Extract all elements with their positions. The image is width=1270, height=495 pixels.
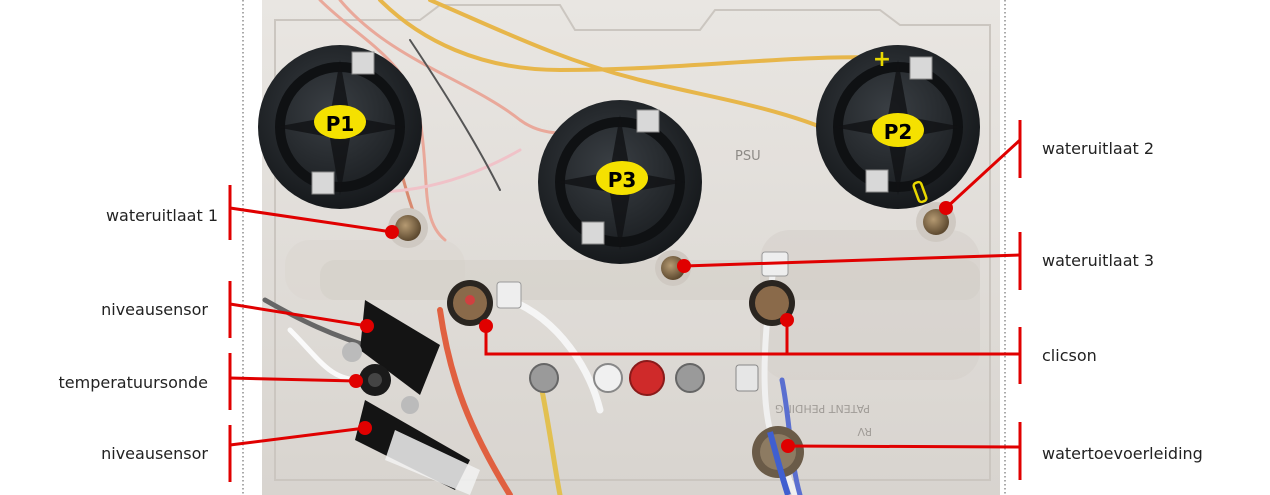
callout-dot-clicson-right	[780, 313, 794, 327]
pump-p3	[538, 100, 702, 264]
label-wateruitlaat-3: wateruitlaat 3	[1042, 251, 1155, 270]
callout-leader-niveausensor-bottom	[229, 426, 366, 447]
pump-p2-label: P2	[884, 120, 913, 144]
callout-leader-watertoevoerleiding	[787, 444, 1021, 449]
callout-bracket-clicson	[484, 320, 789, 356]
pump-p3-label: P3	[608, 168, 637, 192]
callout-dot-wateruitlaat-1	[385, 225, 399, 239]
callout-leader-wateruitlaat-1	[229, 206, 393, 234]
rv-text: RV	[857, 425, 872, 438]
callout-dot-temperatuursonde	[349, 374, 363, 388]
callout-leader-wateruitlaat-3	[683, 253, 1021, 268]
callout-dots	[349, 201, 953, 453]
callout-leader-wateruitlaat-2	[944, 138, 1022, 210]
callout-leader-temperatuursonde	[229, 376, 357, 383]
temperatuursonde-part	[359, 364, 419, 414]
label-wateruitlaat-1: wateruitlaat 1	[105, 206, 218, 225]
label-wateruitlaat-2: wateruitlaat 2	[1042, 139, 1155, 158]
callout-dot-watertoevoerleiding	[781, 439, 795, 453]
callout-dot-niveausensor-top	[360, 319, 374, 333]
clicson-part-left	[447, 280, 522, 326]
minus-sign-icon	[912, 180, 928, 204]
pump-p2: +	[816, 45, 980, 209]
pump-p1	[258, 45, 422, 209]
callout-leader-niveausensor-top	[229, 302, 368, 328]
psu-text: PSU	[735, 149, 761, 164]
label-temperatuursonde: temperatuursonde	[58, 373, 208, 392]
plus-sign-icon: +	[873, 47, 891, 72]
patent-text: PATENT PEHDING	[775, 402, 870, 415]
label-clicson: clicson	[1042, 346, 1097, 365]
callout-dot-niveausensor-bottom	[358, 421, 372, 435]
terminals	[529, 360, 759, 396]
pump-p1-label: P1	[326, 112, 355, 136]
niveausensor-top-part	[342, 300, 440, 395]
callout-dot-clicson-left	[479, 319, 493, 333]
label-niveausensor-bottom: niveausensor	[101, 444, 208, 463]
wateruitlaat-1-part	[388, 208, 428, 248]
callout-dot-wateruitlaat-3	[677, 259, 691, 273]
callout-dot-wateruitlaat-2	[939, 201, 953, 215]
niveausensor-bottom-part	[355, 400, 480, 495]
callout-lines	[228, 120, 1022, 482]
label-niveausensor-top: niveausensor	[101, 300, 208, 319]
label-watertoevoerleiding: watertoevoerleiding	[1042, 444, 1203, 463]
